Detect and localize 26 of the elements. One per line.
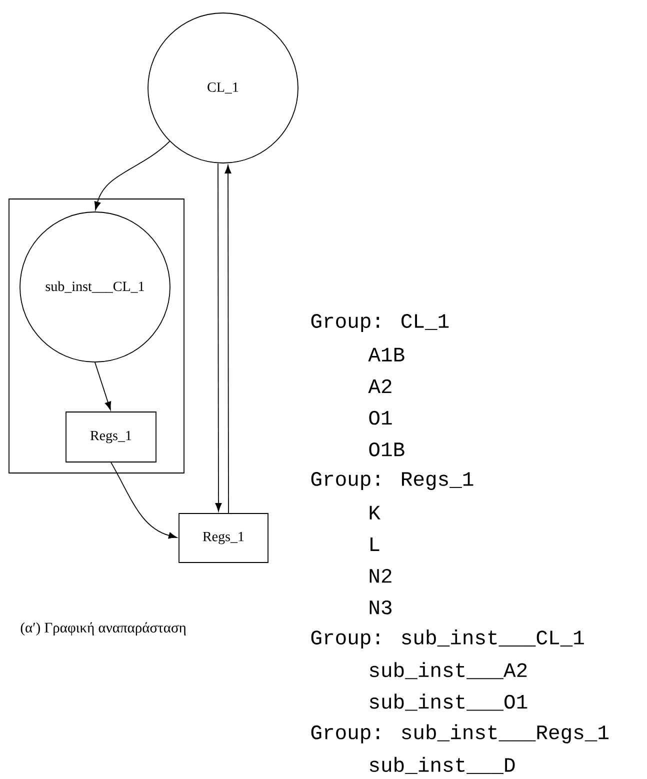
- listing-line: Group: sub_inst___CL_1: [311, 629, 584, 649]
- listing-line: K: [370, 506, 380, 520]
- group-frame: [8, 198, 184, 474]
- listing-line: N2: [370, 568, 392, 583]
- caption: (α′) Γραφική αναπαράσταση: [20, 622, 186, 636]
- listing-line: sub_inst___O1: [370, 694, 528, 711]
- listing-line: A2: [368, 379, 392, 394]
- circle-node: CL_1: [148, 12, 298, 164]
- arrow: [94, 140, 170, 210]
- listing-line: A1B: [368, 348, 404, 362]
- listing-line: O1: [369, 410, 392, 425]
- arrow: [224, 164, 232, 514]
- listing-line: N3: [370, 600, 392, 614]
- process-box: Regs_1: [66, 412, 156, 462]
- listing-line: O1B: [369, 442, 404, 456]
- listing-line: L: [370, 537, 380, 551]
- listing-line: sub_inst___A2: [370, 662, 527, 680]
- arrow: [110, 462, 178, 539]
- listing-line: Group: CL_1: [311, 314, 449, 332]
- process-box: Regs_1: [178, 513, 268, 563]
- arrow: [94, 362, 112, 410]
- listing-line: Group: sub_inst___Regs_1: [311, 724, 608, 744]
- circle-node: sub_inst___CL_1: [20, 212, 170, 362]
- arrow: [215, 163, 222, 512]
- listing-line: Group: Regs_1: [311, 472, 474, 490]
- listing-line: sub_inst___D: [370, 756, 515, 774]
